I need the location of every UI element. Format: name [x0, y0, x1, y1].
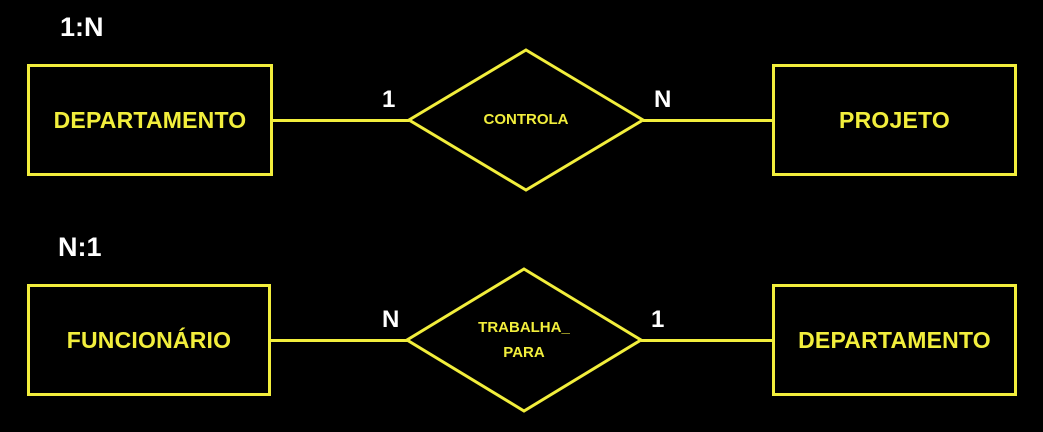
cardinality-title-1n: 1:N: [60, 12, 104, 42]
connector-line-controla-projeto: [643, 119, 774, 122]
connector-line-departamento-controla: [273, 119, 409, 122]
cardinality-label-n: N: [382, 306, 400, 333]
entity-projeto: PROJETO: [772, 64, 1017, 176]
entity-label: PROJETO: [839, 106, 950, 133]
entity-label: DEPARTAMENTO: [798, 326, 991, 353]
diamond-shape: [404, 267, 644, 413]
entity-label: FUNCIONÁRIO: [66, 326, 232, 353]
cardinality-label-1: 1: [382, 86, 396, 113]
connector-line-funcionario-trabalha: [271, 339, 409, 342]
connector-line-trabalha-departamento: [641, 339, 774, 342]
entity-departamento-left: DEPARTAMENTO: [27, 64, 273, 176]
relationship-label: CONTROLA: [483, 111, 569, 129]
relationship-diamond-controla: CONTROLA: [406, 48, 646, 192]
cardinality-label-n: N: [654, 86, 672, 113]
entity-label: DEPARTAMENTO: [53, 106, 247, 133]
entity-funcionario: FUNCIONÁRIO: [27, 284, 271, 396]
diamond-shape: [406, 48, 646, 192]
relationship-label: TRABALHA_ PARA: [478, 318, 570, 362]
cardinality-label-1: 1: [651, 306, 665, 333]
entity-departamento-right: DEPARTAMENTO: [772, 284, 1017, 396]
relationship-diamond-trabalha-para: TRABALHA_ PARA: [404, 267, 644, 413]
cardinality-title-n1: N:1: [58, 232, 102, 262]
